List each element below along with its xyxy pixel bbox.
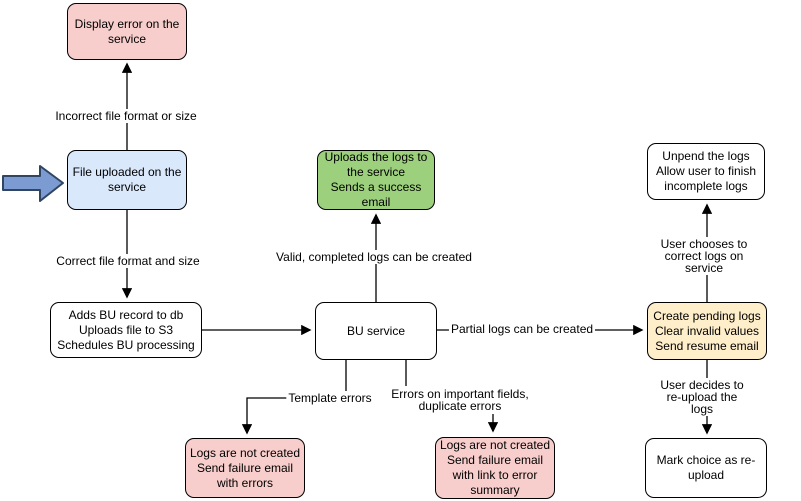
node-unpend-logs: Unpend the logs Allow user to finish inc… [647,143,765,200]
node-display-error: Display error on the service [67,3,187,60]
node-failure-email-summary: Logs are not created Send failure email … [435,437,555,499]
node-mark-reupload: Mark choice as re- upload [645,438,767,498]
node-failure-email-errors: Logs are not created Send failure email … [185,438,305,498]
node-file-uploaded: File uploaded on the service [67,150,187,210]
edge-label-user-correct: User chooses to correct logs on service [655,237,753,275]
edge-label-correct-format: Correct file format and size [54,254,202,268]
edge-label-partial-logs: Partial logs can be created [448,322,596,336]
node-adds-bu-record: Adds BU record to db Uploads file to S3 … [50,302,202,358]
edge-label-template-errors: Template errors [286,391,374,405]
edge-label-valid-logs: Valid, completed logs can be created [274,250,474,264]
edge-label-incorrect-format: Incorrect file format or size [53,109,199,123]
input-arrow-icon [2,165,64,202]
edge-label-user-reupload: User decides to re-upload the logs [652,378,752,416]
edge-label-field-errors: Errors on important fields, duplicate er… [389,387,531,413]
node-bu-service: BU service [315,302,437,360]
node-success-email: Uploads the logs to the service Sends a … [317,150,435,210]
node-create-pending-logs: Create pending logs Clear invalid values… [647,302,767,360]
